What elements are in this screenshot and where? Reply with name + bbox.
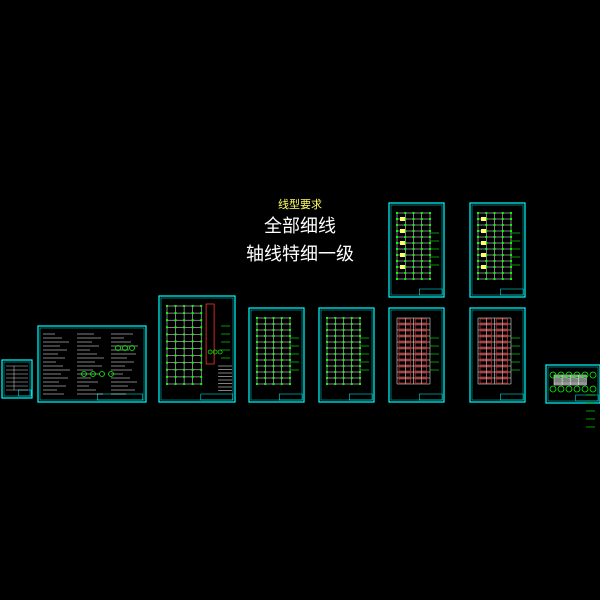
sheet-column-plan-b[interactable] xyxy=(469,202,526,298)
sheet-column-plan-a[interactable] xyxy=(388,202,445,298)
sheet-floor-plan-1[interactable] xyxy=(248,307,305,403)
line-requirement-thin: 全部细线 xyxy=(264,216,336,237)
sheet-floor-plan-2[interactable] xyxy=(318,307,375,403)
sheet-general-notes[interactable] xyxy=(37,325,147,403)
line-requirement-axis: 轴线特细一级 xyxy=(246,244,354,265)
sheet-site-plan[interactable] xyxy=(158,295,236,403)
line-requirement-title: 线型要求 xyxy=(278,198,322,211)
sheet-cover-index[interactable] xyxy=(1,359,33,399)
sheet-details[interactable] xyxy=(545,364,600,428)
sheet-beam-plan-b[interactable] xyxy=(469,307,526,403)
sheet-beam-plan-a[interactable] xyxy=(388,307,445,403)
